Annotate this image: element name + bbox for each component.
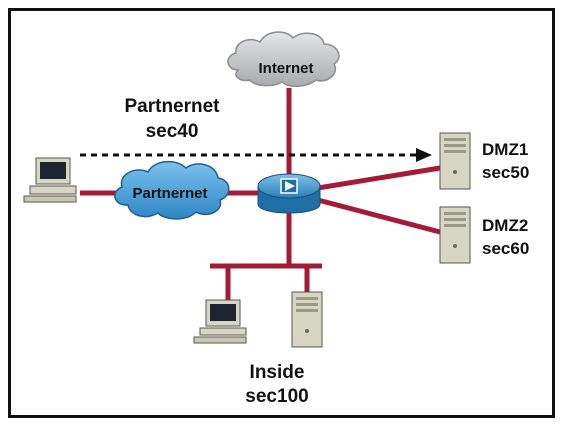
inside-computer-icon (193, 299, 247, 344)
partnernet-cloud-label: Partnernet (132, 185, 207, 202)
partnernet-zone-security: sec40 (146, 121, 199, 142)
dmz1-server-icon (439, 132, 471, 190)
dmz2-security: sec60 (482, 239, 529, 258)
internet-cloud-icon (227, 31, 340, 87)
links (80, 88, 441, 300)
partnernet-zone-name: Partnernet (124, 96, 220, 117)
dmz2-name: DMZ2 (482, 216, 528, 235)
firewall-icon (257, 173, 321, 214)
dmz1-name: DMZ1 (482, 140, 528, 159)
inside-name: Inside (250, 362, 305, 383)
inside-server-icon (291, 291, 323, 348)
link-dmz2 (317, 197, 441, 235)
traffic-arrow (80, 148, 432, 162)
partner-computer-icon (23, 157, 77, 203)
dmz1-security: sec50 (482, 163, 529, 182)
internet-cloud-label: Internet (258, 60, 313, 77)
inside-security: sec100 (245, 386, 308, 407)
link-dmz1 (317, 165, 441, 191)
partnernet-cloud-icon (114, 160, 230, 220)
dmz2-server-icon (439, 206, 471, 264)
